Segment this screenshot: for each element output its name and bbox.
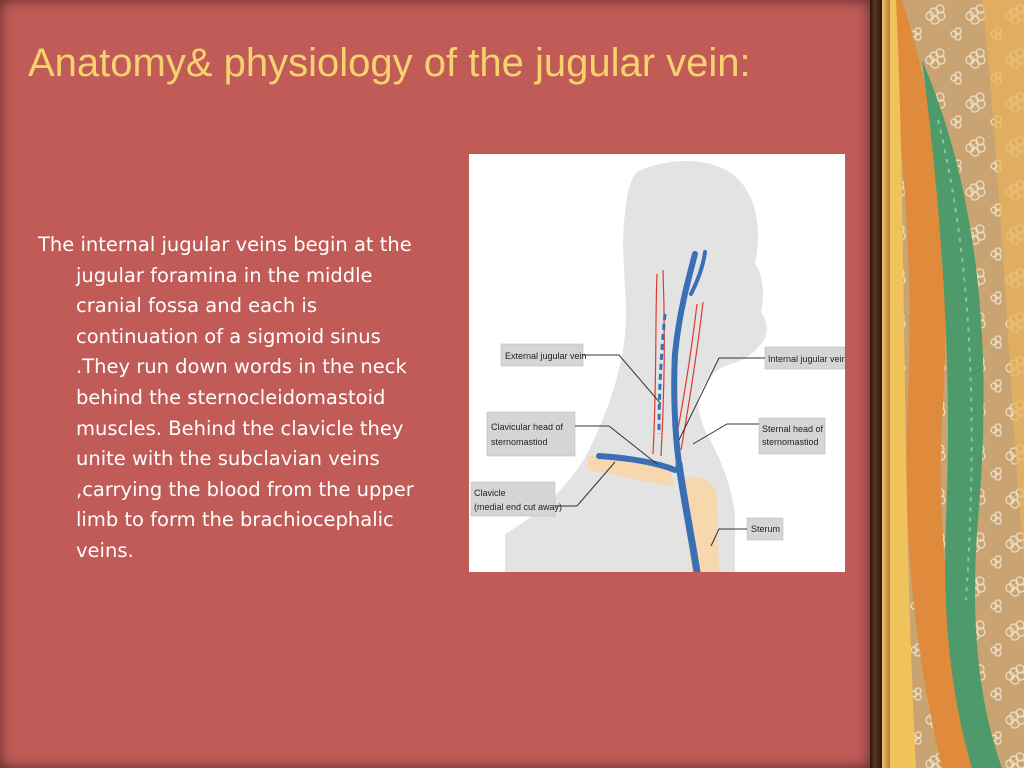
slide-divider [870, 0, 882, 768]
svg-text:sternomastiod: sternomastiod [762, 437, 819, 447]
external-jugular-vein [657, 313, 667, 435]
leader-clavicular-head [575, 425, 658, 465]
svg-text:sternomastiod: sternomastiod [491, 437, 548, 447]
svg-text:Internal jugular vein: Internal jugular vein [768, 354, 845, 364]
decorative-side-panel [882, 0, 1024, 768]
decorative-pattern [882, 0, 1024, 768]
diagram-canvas: External jugular vein Internal jugular v… [470, 161, 845, 572]
svg-text:Clavicular head of: Clavicular head of [491, 422, 564, 432]
svg-text:Sternal head of: Sternal head of [762, 424, 824, 434]
label-internal-jugular-vein: Internal jugular vein [764, 346, 845, 370]
sternocleidomastoid-muscle [652, 269, 704, 457]
label-clavicular-head: Clavicular head of sternomastiod [486, 411, 576, 457]
leader-external-jugular-vein [583, 354, 662, 405]
label-sternal-head: Sternal head of sternomastiod [758, 417, 826, 455]
svg-text:Clavicle: Clavicle [474, 488, 506, 498]
leader-clavicle [555, 461, 616, 507]
leader-sternum [710, 528, 747, 547]
label-sternum: Sterum [746, 517, 784, 541]
panel-edge [882, 0, 890, 768]
subclavian-vein [596, 453, 678, 473]
label-clavicle: Clavicle (medial end cut away) [470, 481, 562, 517]
svg-text:(medial end cut away): (medial end cut away) [474, 502, 562, 512]
svg-text:Sterum: Sterum [751, 524, 780, 534]
internal-jugular-vein [671, 250, 707, 572]
label-external-jugular-vein: External jugular vein [500, 343, 587, 367]
leader-internal-jugular-vein [678, 357, 765, 441]
slide-body-text: The internal jugular veins begin at the … [38, 233, 414, 562]
leader-sternal-head [692, 423, 759, 445]
jugular-vein-diagram: External jugular vein Internal jugular v… [469, 154, 845, 572]
slide: Anatomy& physiology of the jugular vein:… [0, 0, 870, 768]
svg-text:External jugular vein: External jugular vein [505, 351, 587, 361]
slide-title: Anatomy& physiology of the jugular vein: [28, 41, 751, 85]
